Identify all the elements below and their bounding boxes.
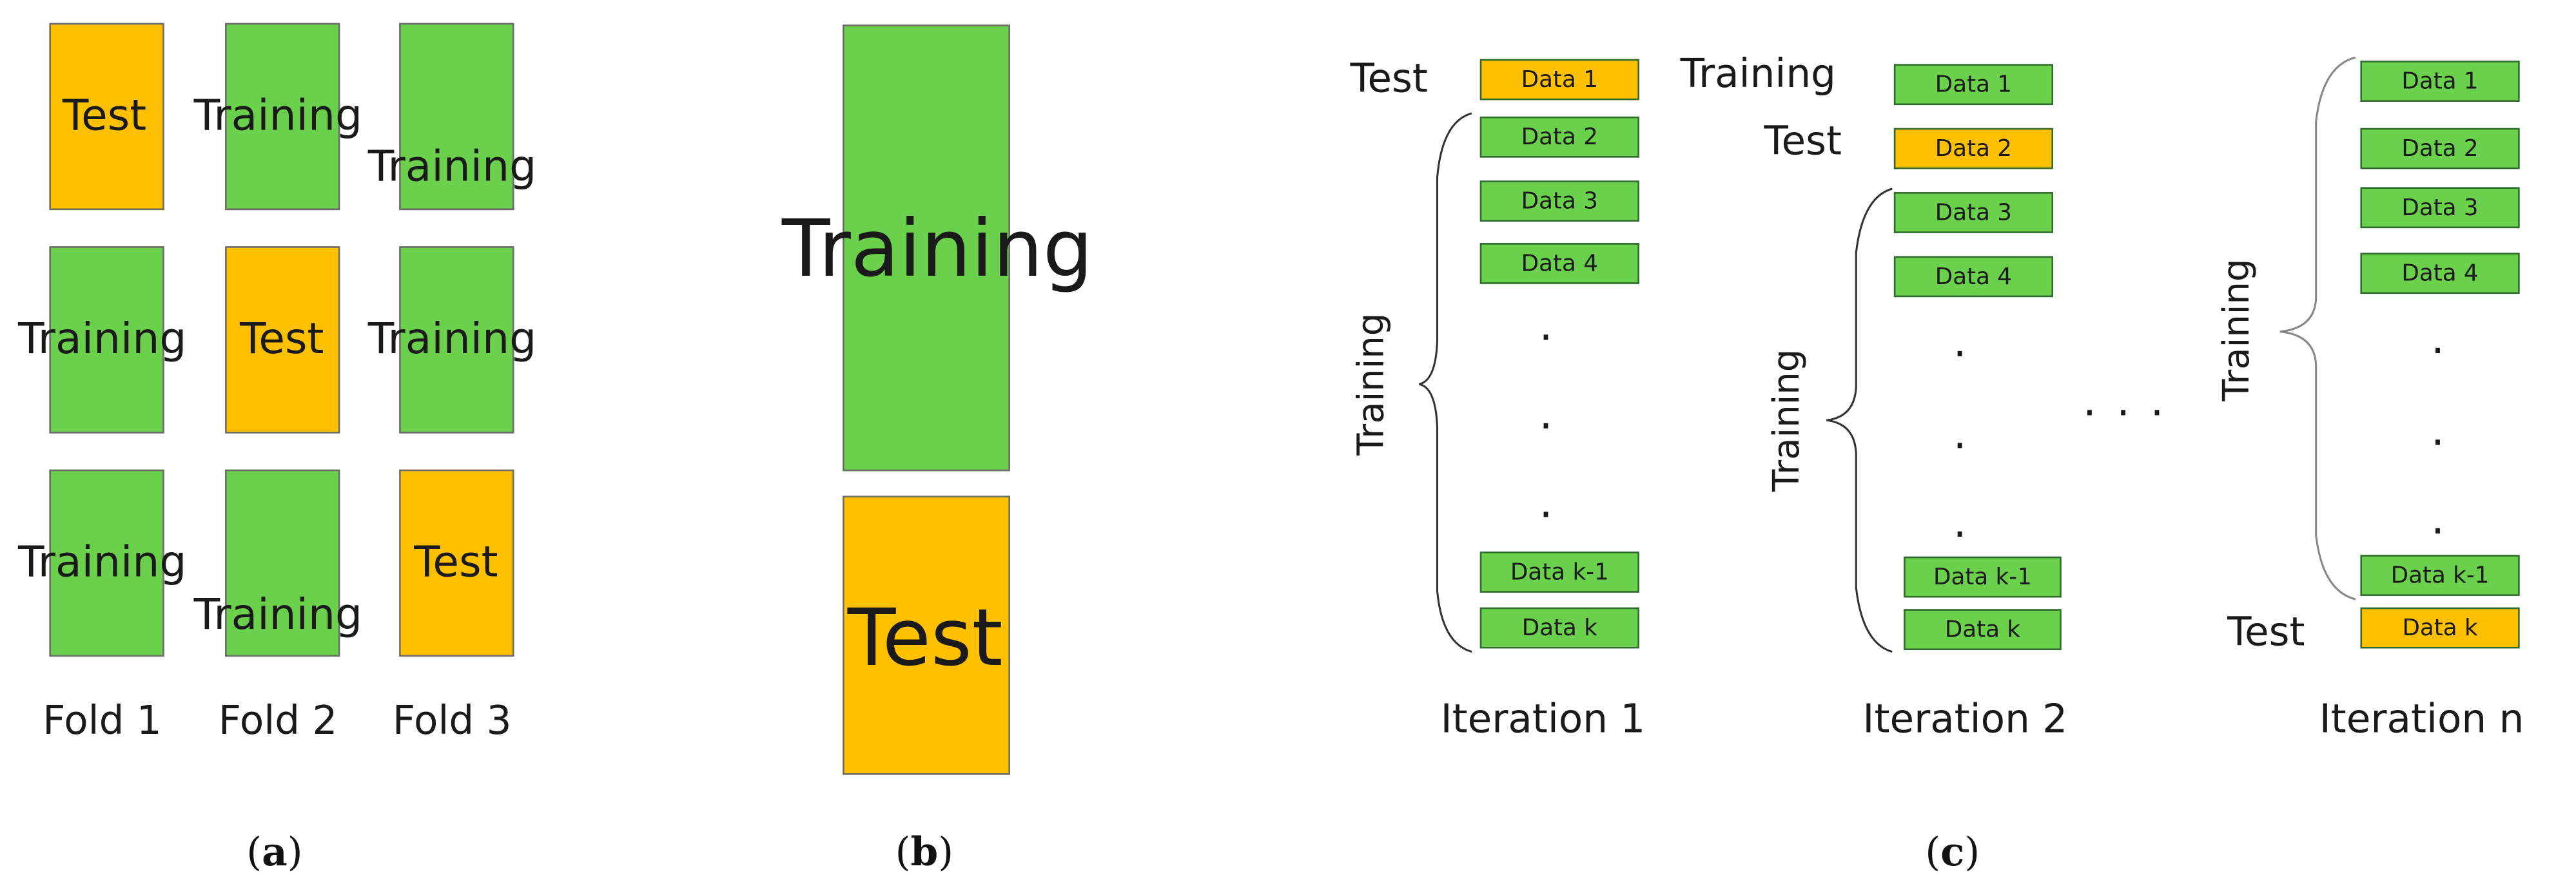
cell-label: Training <box>367 315 537 365</box>
data-chip: Data 4 <box>1479 243 1639 284</box>
data-chip: Data 2 <box>1893 128 2053 169</box>
test-block <box>843 495 1011 775</box>
caption-a: (a) <box>246 827 303 876</box>
ellipsis-dot: . <box>1953 318 1967 368</box>
ellipsis-dot: . <box>1539 390 1553 440</box>
caption-letter: b <box>910 827 939 876</box>
data-chip: Data 3 <box>1893 192 2053 233</box>
ellipsis-dot: . <box>1953 410 1967 460</box>
fold2-training-box <box>225 469 340 657</box>
training-block <box>843 24 1011 472</box>
iteration-label: Iteration n <box>2319 696 2524 742</box>
data-chip: Data k <box>2360 607 2520 649</box>
training-label: Training <box>1680 50 1836 97</box>
fold1-training-box <box>49 469 164 657</box>
caption-letter: c <box>1940 827 1965 876</box>
data-chip: Data k <box>1904 609 2062 651</box>
caption-c: (c) <box>1925 827 1980 876</box>
test-label: Test <box>2227 609 2305 655</box>
data-chip: Data 3 <box>1479 180 1639 222</box>
cell-label: Training <box>367 142 537 193</box>
ellipsis-dot: . <box>1953 499 1967 549</box>
cell-label: Training <box>18 315 187 365</box>
fold1-test-box <box>49 23 164 211</box>
ellipsis-dot: . <box>2431 315 2445 365</box>
cell-label: Test <box>240 315 324 365</box>
data-chip: Data k-1 <box>2360 555 2520 596</box>
caption-letter: a <box>262 827 288 876</box>
ellipsis-dot: . <box>2431 495 2445 545</box>
training-label: Training <box>1352 312 1393 456</box>
data-chip: Data 1 <box>2360 61 2520 102</box>
iteration-label: Iteration 2 <box>1862 696 2068 742</box>
cell-label: Training <box>193 91 363 142</box>
cell-label: Training <box>18 538 187 588</box>
fold2-training-box <box>225 23 340 211</box>
data-chip: Data 3 <box>2360 187 2520 229</box>
data-chip: Data k-1 <box>1479 552 1639 593</box>
cell-label: Test <box>62 91 147 142</box>
data-chip: Data k-1 <box>1904 556 2062 598</box>
ellipsis-dot: . <box>1539 479 1553 529</box>
data-chip: Data 4 <box>2360 253 2520 294</box>
data-chip: Data 2 <box>2360 128 2520 169</box>
test-label: Test <box>1350 55 1428 102</box>
cell-label: Training <box>193 591 363 640</box>
data-chip: Data k <box>1479 607 1639 649</box>
brace-bracket <box>1826 187 1893 653</box>
iterations-ellipsis: . . . <box>2082 378 2167 427</box>
data-chip: Data 1 <box>1893 64 2053 106</box>
data-chip: Data 2 <box>1479 116 1639 158</box>
training-label: Training <box>781 203 1093 296</box>
test-label: Test <box>847 592 1003 685</box>
data-chip: Data 4 <box>1893 256 2053 298</box>
caption-b: (b) <box>895 827 954 876</box>
fold-label: Fold 3 <box>392 697 512 744</box>
data-chip: Data 1 <box>1479 59 1639 101</box>
fold-label: Fold 2 <box>218 697 338 744</box>
training-label: Training <box>1767 349 1809 492</box>
iteration-label: Iteration 1 <box>1440 696 1646 742</box>
fold2-test-box <box>225 246 340 434</box>
cell-label: Test <box>414 538 498 588</box>
fold3-test-box <box>399 469 514 657</box>
brace-bracket <box>2279 56 2356 600</box>
training-label: Training <box>2217 258 2259 401</box>
brace-bracket <box>1419 112 1472 653</box>
fold1-training-box <box>49 246 164 434</box>
test-label: Test <box>1764 118 1842 164</box>
fold3-training-box <box>399 246 514 434</box>
ellipsis-dot: . <box>2431 407 2445 457</box>
fold-label: Fold 1 <box>43 697 162 744</box>
fold3-training-box <box>399 23 514 211</box>
ellipsis-dot: . <box>1539 302 1553 352</box>
